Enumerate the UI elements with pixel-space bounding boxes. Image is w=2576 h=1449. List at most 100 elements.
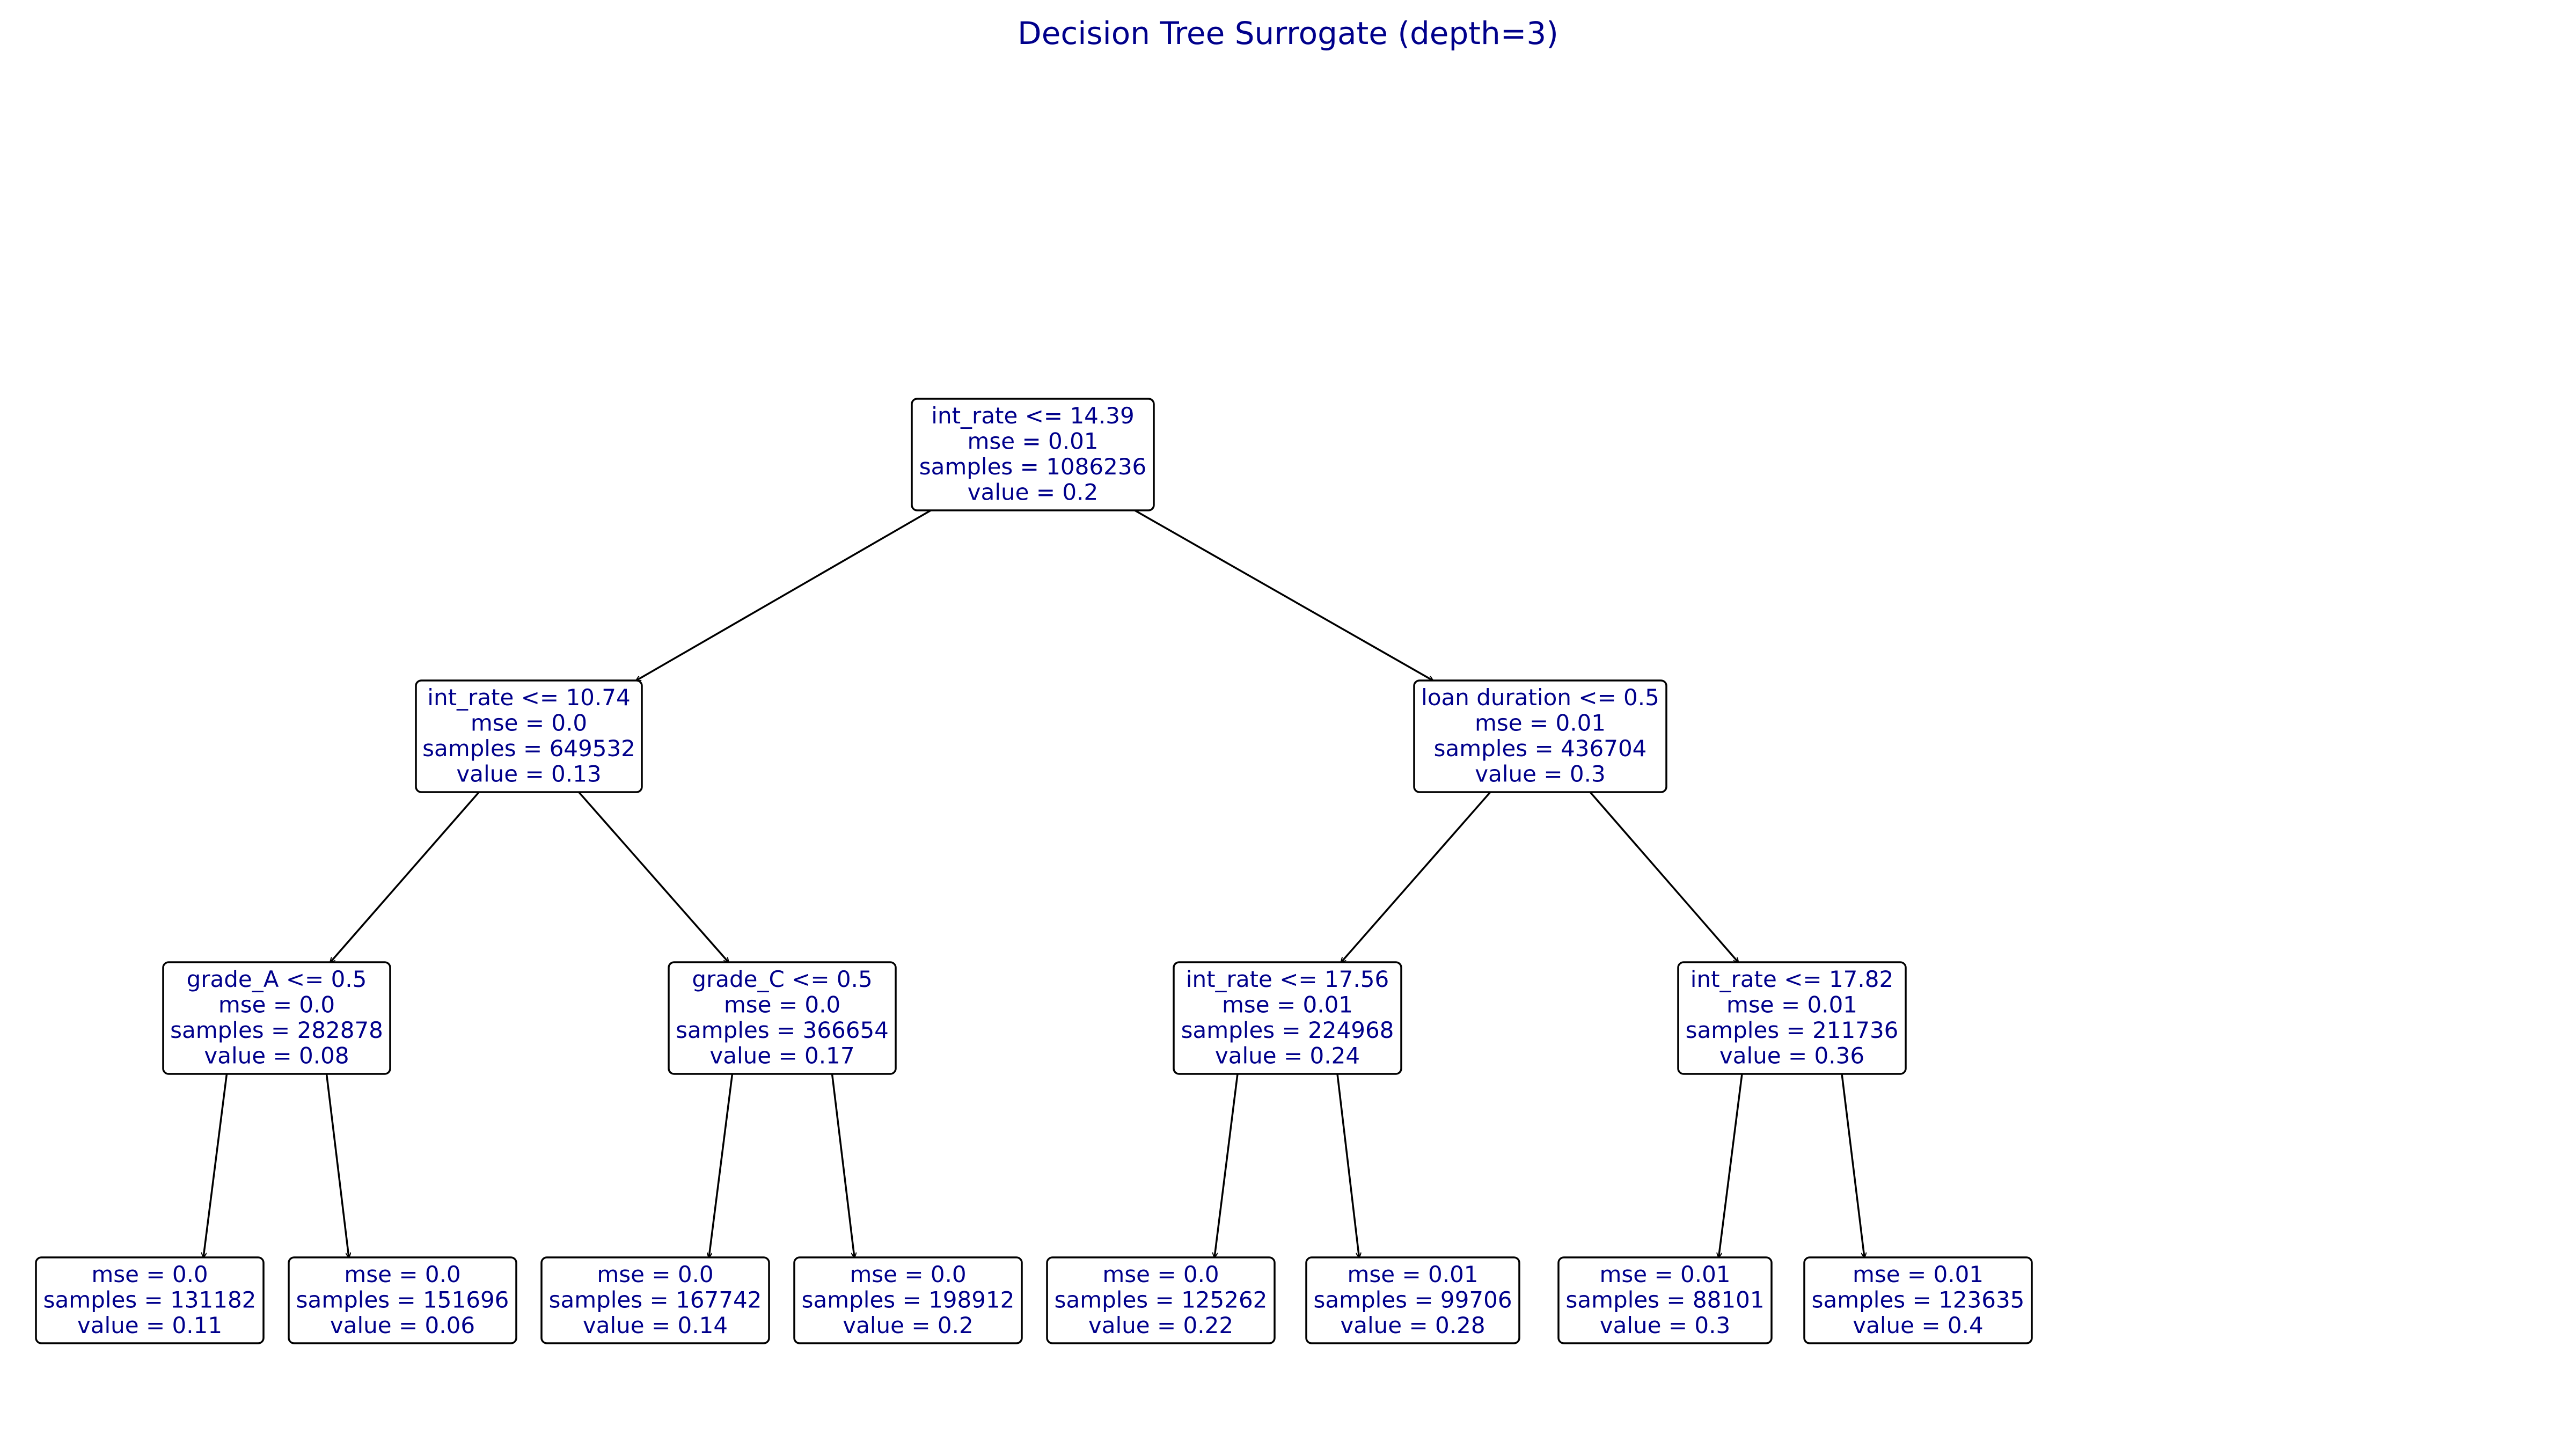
- tree-edge-n2-n6: [1589, 791, 1738, 962]
- tree-edge-n3-n7: [203, 1073, 228, 1257]
- tree-node-box: [1173, 961, 1402, 1075]
- tree-node-line: int_rate <= 14.39: [931, 402, 1134, 429]
- tree-node-box: [1413, 679, 1667, 793]
- tree-node-line: mse = 0.01: [1853, 1261, 1984, 1287]
- tree-node-box: [668, 961, 897, 1075]
- edges: [203, 509, 1864, 1257]
- tree-node-line: samples = 198912: [802, 1286, 1015, 1313]
- tree-node-line: value = 0.2: [843, 1312, 973, 1338]
- tree-node-line: samples = 436704: [1434, 735, 1647, 762]
- tree-edge-n4-n10: [831, 1073, 855, 1257]
- tree-node-line: value = 0.2: [968, 479, 1098, 506]
- tree-node-line: int_rate <= 17.56: [1186, 966, 1389, 992]
- tree-node-line: mse = 0.0: [724, 992, 840, 1018]
- tree-node-box: [415, 679, 643, 793]
- tree-node-box: [1046, 1256, 1276, 1344]
- tree-edge-n2-n5: [1341, 791, 1491, 962]
- tree-node-line: samples = 125262: [1055, 1286, 1268, 1313]
- tree-edge-n1-n4: [578, 791, 729, 962]
- tree-node-line: value = 0.06: [330, 1312, 475, 1338]
- tree-node-line: value = 0.08: [204, 1043, 349, 1069]
- tree-node-line: int_rate <= 10.74: [427, 684, 630, 711]
- tree-node-line: mse = 0.0: [471, 710, 587, 736]
- tree-node-line: samples = 88101: [1565, 1286, 1764, 1313]
- tree-node-box: [1557, 1256, 1773, 1344]
- tree-edge-n5-n12: [1336, 1073, 1359, 1257]
- tree-node-line: loan duration <= 0.5: [1421, 684, 1659, 711]
- tree-node-line: samples = 123635: [1812, 1286, 2025, 1313]
- tree-node-box: [1305, 1256, 1520, 1344]
- tree-node-line: grade_C <= 0.5: [692, 966, 872, 992]
- tree-node-line: mse = 0.01: [1347, 1261, 1478, 1287]
- tree-node-line: value = 0.17: [709, 1043, 854, 1069]
- tree-node-line: mse = 0.01: [967, 428, 1098, 455]
- tree-edge-n4-n9: [709, 1073, 734, 1257]
- tree-node-line: samples = 99706: [1313, 1286, 1512, 1313]
- tree-node-box: [911, 398, 1155, 511]
- tree-node-box: [1803, 1256, 2033, 1344]
- tree-node-line: value = 0.36: [1719, 1043, 1864, 1069]
- tree-node-line: value = 0.11: [77, 1312, 222, 1338]
- tree-node-line: samples = 366654: [676, 1017, 889, 1043]
- tree-node-line: value = 0.13: [456, 761, 601, 787]
- tree-edge-n3-n8: [325, 1073, 349, 1257]
- tree-node-line: grade_A <= 0.5: [187, 966, 367, 992]
- tree-node-box: [540, 1256, 770, 1344]
- tree-node-line: mse = 0.0: [218, 992, 335, 1018]
- tree-node-line: samples = 224968: [1181, 1017, 1394, 1043]
- tree-node-line: samples = 282878: [170, 1017, 383, 1043]
- tree-node-line: mse = 0.01: [1475, 710, 1606, 736]
- tree-title: Decision Tree Surrogate (depth=3): [1018, 15, 1558, 52]
- tree-node-box: [1677, 961, 1907, 1075]
- tree-node-line: value = 0.24: [1215, 1043, 1360, 1069]
- tree-node-line: samples = 649532: [422, 735, 635, 762]
- tree-node-line: samples = 167742: [549, 1286, 762, 1313]
- tree-node-line: mse = 0.0: [91, 1261, 208, 1287]
- tree-edge-n0-n2: [1134, 509, 1433, 680]
- tree-node-line: int_rate <= 17.82: [1690, 966, 1893, 992]
- tree-node-line: mse = 0.01: [1222, 992, 1353, 1018]
- tree-node-line: value = 0.28: [1340, 1312, 1485, 1338]
- tree-node-line: value = 0.3: [1600, 1312, 1730, 1338]
- tree-node-box: [162, 961, 391, 1075]
- tree-edge-n1-n3: [331, 791, 480, 962]
- tree-node-line: value = 0.22: [1088, 1312, 1233, 1338]
- tree-node-line: mse = 0.0: [344, 1261, 460, 1287]
- tree-edge-n6-n14: [1841, 1073, 1864, 1257]
- tree-node-line: value = 0.14: [583, 1312, 728, 1338]
- tree-node-line: value = 0.4: [1853, 1312, 1983, 1338]
- tree-edge-n6-n13: [1719, 1073, 1743, 1257]
- tree-node-box: [288, 1256, 517, 1344]
- tree-node-line: value = 0.3: [1475, 761, 1605, 787]
- tree-node-line: mse = 0.0: [850, 1261, 966, 1287]
- tree-node-box: [35, 1256, 265, 1344]
- tree-node-box: [793, 1256, 1023, 1344]
- tree-node-line: mse = 0.01: [1599, 1261, 1730, 1287]
- tree-node-line: mse = 0.0: [597, 1261, 713, 1287]
- tree-edge-n0-n1: [636, 509, 932, 680]
- tree-edge-n5-n11: [1214, 1073, 1239, 1257]
- tree-node-line: samples = 211736: [1686, 1017, 1899, 1043]
- tree-node-line: mse = 0.01: [1726, 992, 1857, 1018]
- tree-node-line: samples = 131182: [43, 1286, 257, 1313]
- tree-node-line: samples = 151696: [296, 1286, 509, 1313]
- tree-node-line: samples = 1086236: [919, 453, 1147, 480]
